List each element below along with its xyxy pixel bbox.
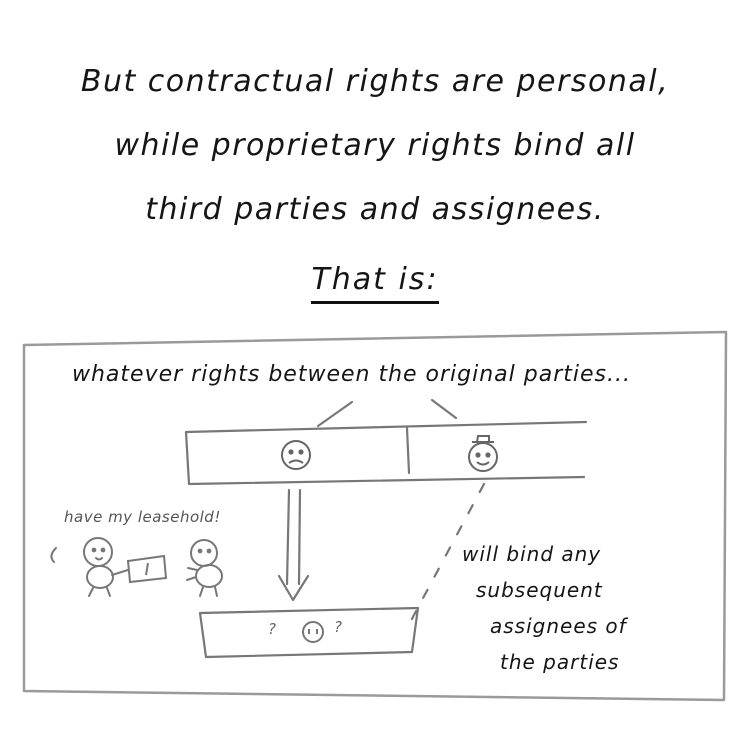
down-arrow xyxy=(277,488,310,602)
binding-label-line-1: will bind any xyxy=(462,542,602,566)
binding-dashed-line xyxy=(404,482,486,632)
figure-receiving xyxy=(186,539,223,597)
intro-line-3: third parties and assignees. xyxy=(145,192,605,227)
binding-label-line-4: the parties xyxy=(500,650,620,674)
speech-text: have my leasehold! xyxy=(64,508,221,526)
pointer-line-left xyxy=(316,400,354,428)
that-is-heading: That is: xyxy=(0,262,750,304)
figure-offering-deed xyxy=(50,537,129,597)
intro-line-1: But contractual rights are personal, xyxy=(80,64,670,99)
intro-line-2: while proprietary rights bind all xyxy=(114,128,636,163)
binding-label: will bind any subsequent assignees of th… xyxy=(462,536,627,680)
binding-label-line-3: assignees of xyxy=(490,614,627,638)
binding-label-line-2: subsequent xyxy=(476,578,603,602)
party-a-face xyxy=(281,440,311,470)
party-divider xyxy=(405,426,411,475)
pointer-line-right xyxy=(430,398,458,420)
intro-text: But contractual rights are personal, whi… xyxy=(0,50,750,242)
party-b-face xyxy=(468,435,498,472)
original-parties-box xyxy=(184,420,588,486)
deed-document xyxy=(126,554,168,584)
panel-frame xyxy=(22,330,728,702)
assignee-box xyxy=(198,606,420,659)
question-mark-left: ? xyxy=(268,620,276,638)
question-mark-right: ? xyxy=(334,618,342,636)
original-parties-label: whatever rights between the original par… xyxy=(72,362,631,387)
assignee-face xyxy=(302,621,324,643)
